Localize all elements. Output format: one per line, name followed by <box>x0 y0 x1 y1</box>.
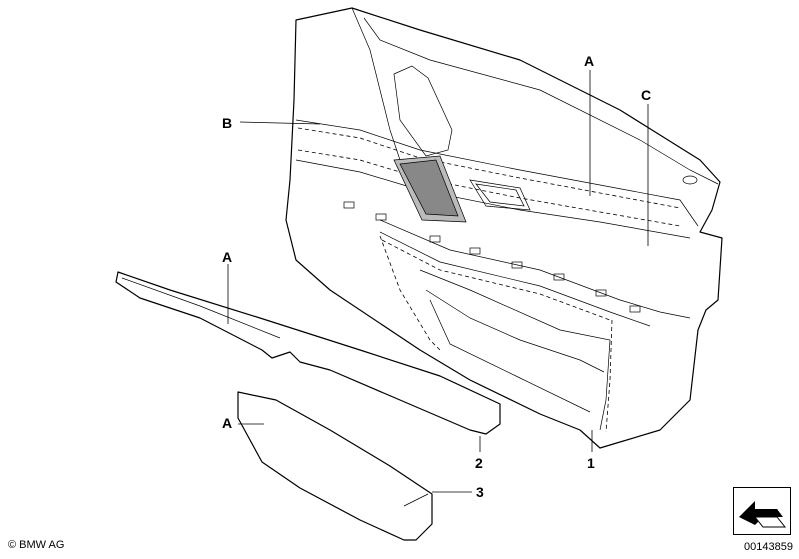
diagram-number: 00143859 <box>744 541 793 553</box>
direction-arrow-icon <box>733 487 791 535</box>
door-trim-panel <box>285 7 723 449</box>
callout-part-3: 3 <box>476 484 484 500</box>
callout-B: B <box>222 115 232 131</box>
leader-lines <box>227 70 649 493</box>
callout-A-lower: A <box>222 415 232 431</box>
callout-A-upper: A <box>584 53 594 69</box>
callout-part-2: 2 <box>475 455 483 471</box>
trim-strip-part-3 <box>237 391 433 541</box>
callout-C: C <box>641 87 651 103</box>
callout-part-1: 1 <box>587 455 595 471</box>
callout-A-middle: A <box>222 249 232 265</box>
copyright-text: © BMW AG <box>8 539 65 551</box>
trim-strip-part-2 <box>115 271 501 435</box>
